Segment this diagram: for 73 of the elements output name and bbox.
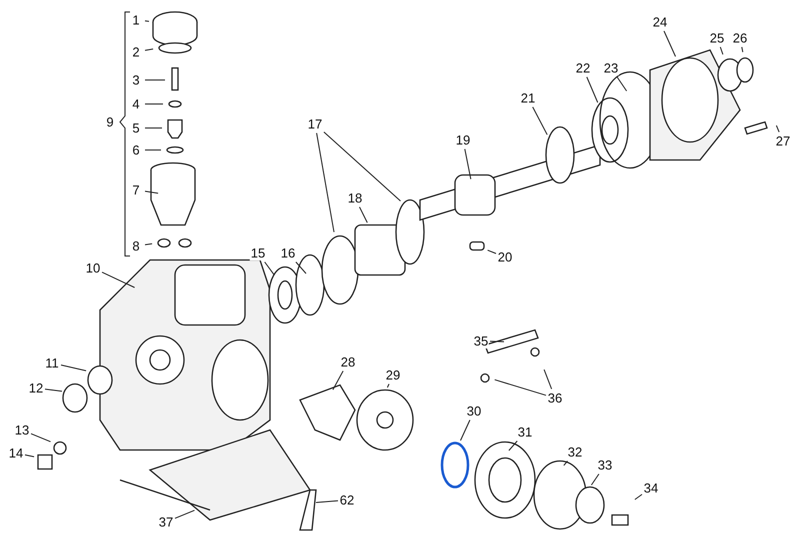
callout-number: 27 (774, 134, 792, 148)
leader-line (532, 106, 548, 136)
callout-number: 9 (105, 114, 115, 130)
leader-line (332, 370, 344, 390)
leader-line (563, 460, 568, 466)
leader-line (144, 20, 150, 22)
callout-number: 11 (44, 356, 60, 370)
callout-number: 33 (596, 458, 614, 472)
callout-number: 4 (131, 96, 141, 112)
leader-line (720, 46, 724, 55)
leader-line (30, 433, 51, 442)
callout-number: 28 (340, 354, 356, 370)
callout-number: 8 (131, 238, 141, 254)
leader-line (295, 262, 306, 274)
callout-number: 7 (131, 182, 141, 198)
callout-number: 2 (131, 44, 141, 60)
leader-line (24, 454, 35, 458)
callout-number: 21 (520, 90, 536, 106)
leader-line (102, 272, 136, 288)
callout-number: 6 (131, 142, 141, 158)
callout-number: 23 (602, 60, 620, 76)
callout-number: 13 (14, 422, 30, 438)
callout-number: 1 (131, 12, 141, 28)
callout-number: 37 (158, 514, 174, 530)
leader-line (264, 262, 275, 276)
leader-line (487, 250, 496, 254)
callout-number: 3 (131, 72, 141, 88)
callout-number: 29 (384, 368, 402, 382)
callout-number: 31 (516, 424, 534, 440)
callout-number: 32 (566, 444, 584, 460)
callout-number: 15 (250, 246, 266, 260)
leader-line (144, 48, 154, 51)
callout-number: 14 (8, 446, 24, 460)
leader-line (174, 510, 195, 519)
leader-line (386, 384, 390, 388)
leader-line (144, 190, 159, 194)
leader-line (490, 340, 504, 342)
callout-number: 20 (496, 250, 514, 264)
callout-number: 22 (574, 60, 592, 76)
callout-number: 10 (84, 260, 102, 276)
callout-number: 34 (642, 480, 660, 496)
callout-number: 17 (306, 116, 324, 132)
leader-line (664, 30, 676, 57)
leader-line (44, 388, 62, 392)
callout-number: 26 (732, 30, 748, 46)
callout-number: 35 (472, 334, 490, 348)
leader-line (741, 46, 744, 53)
leader-line (634, 494, 642, 500)
callout-number: 24 (652, 14, 668, 30)
leader-line (144, 243, 153, 246)
leader-line (464, 148, 472, 180)
callout-number: 12 (28, 380, 44, 396)
callout-number: 18 (346, 190, 364, 206)
leader-line (323, 132, 401, 202)
leader-line (494, 379, 546, 396)
leader-line (316, 500, 338, 503)
callout-number: 25 (708, 30, 726, 46)
callout-number: 16 (280, 246, 296, 260)
leader-line (508, 440, 518, 451)
leader-line (616, 76, 628, 92)
leader-line (590, 474, 600, 486)
leader-line (586, 76, 598, 103)
leader-line (460, 420, 470, 441)
leader-line (60, 364, 87, 372)
leader-line (776, 125, 780, 132)
leader-line (316, 132, 334, 233)
callout-number: 62 (338, 492, 356, 508)
leader-line (544, 369, 552, 390)
callout-number: 30 (466, 404, 482, 418)
callout-number: 36 (546, 390, 564, 406)
leader-line (359, 206, 368, 224)
callout-number: 19 (454, 132, 472, 148)
callout-number: 5 (131, 120, 141, 136)
